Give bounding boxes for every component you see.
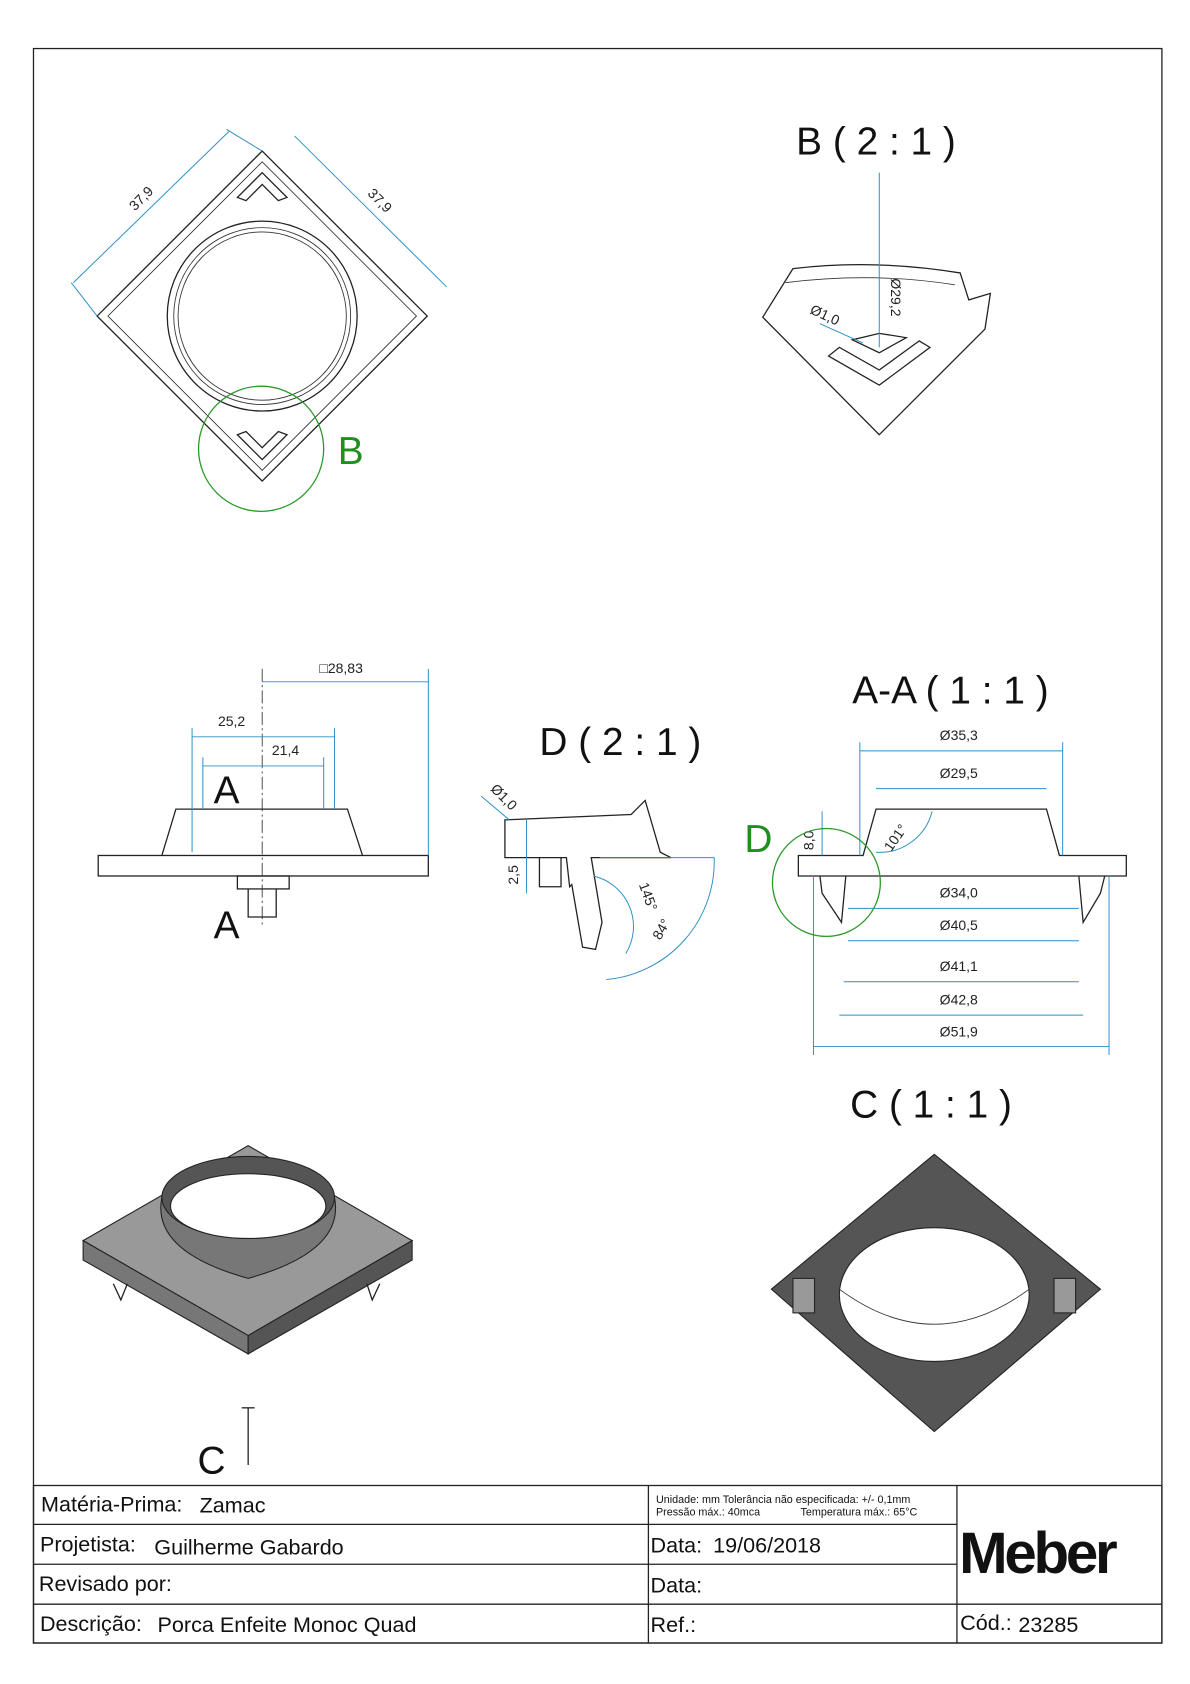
- side-view: □28,83 25,2 21,4 A A: [97, 660, 429, 948]
- dim-d-height: 2,5: [505, 865, 521, 885]
- sheet-border: [32, 47, 1163, 1644]
- detail-d-circle: [771, 827, 881, 938]
- dim-top-left: 37,9: [126, 183, 157, 214]
- description-label: Descrição:: [40, 1611, 142, 1636]
- dim-aa-bottom-4: Ø51,9: [940, 1024, 978, 1040]
- section-marker-top: A: [214, 770, 240, 813]
- dim-b-hole: Ø1,0: [808, 301, 842, 328]
- dim-top-right: 37,9: [365, 185, 396, 216]
- designer-label: Projetista:: [40, 1531, 136, 1556]
- dim-aa-top-0: Ø35,3: [940, 727, 978, 743]
- description-value: Porca Enfeite Monoc Quad: [158, 1612, 417, 1637]
- angle-d-1: 145°: [636, 880, 661, 913]
- angle-d-2: 84°: [649, 916, 673, 942]
- notes-pressure: Pressão máx.: 40mca: [656, 1507, 760, 1519]
- detail-b-view: B ( 2 : 1 ) Ø1,0 Ø29,2: [761, 120, 992, 436]
- material-value: Zamac: [200, 1492, 266, 1517]
- view-c: C ( 1 : 1 ) C: [197, 1084, 1102, 1483]
- dim-outer: 25,2: [218, 713, 245, 729]
- top-view: 37,9 37,9 B: [70, 129, 448, 512]
- view-c-title: C ( 1 : 1 ): [850, 1084, 1012, 1127]
- dim-b-diameter: Ø29,2: [888, 278, 904, 316]
- detail-d-view: D ( 2 : 1 ) Ø1,0 2,5 145° 84°: [480, 721, 715, 981]
- notes-tolerance: Unidade: mm Tolerância não especificada:…: [656, 1494, 910, 1506]
- code-value: 23285: [1018, 1612, 1078, 1637]
- dim-aa-bottom-3: Ø42,8: [940, 991, 978, 1007]
- dim-aa-bottom-2: Ø41,1: [940, 958, 978, 974]
- dim-aa-height: 8,0: [800, 830, 816, 850]
- notes-temperature: Temperatura máx.: 65°C: [801, 1507, 918, 1519]
- dim-inner: 21,4: [272, 742, 299, 758]
- clip-slot-icon: [236, 430, 289, 461]
- section-aa-view: A-A ( 1 : 1 ) Ø35,3 Ø29,5 Ø34,0 Ø40,5 Ø4…: [744, 669, 1127, 1056]
- clip-icon: [1053, 1277, 1077, 1314]
- clip-icon: [792, 1277, 816, 1314]
- dim-aa-bottom-1: Ø40,5: [940, 917, 978, 933]
- diameter-dimension-lines: [812, 742, 1110, 1056]
- date2-label: Data:: [651, 1572, 703, 1597]
- section-aa-title: A-A ( 1 : 1 ): [852, 669, 1048, 712]
- clip-slot-icon: [236, 171, 289, 202]
- angle-aa: 101°: [880, 821, 910, 854]
- date-label: Data:: [651, 1532, 703, 1557]
- designer-value: Guilherme Gabardo: [154, 1535, 343, 1560]
- detail-b-title: B ( 2 : 1 ): [796, 120, 956, 163]
- material-label: Matéria-Prima:: [41, 1491, 182, 1516]
- reviewed-label: Revisado por:: [39, 1571, 172, 1596]
- view-c-marker: C: [197, 1440, 225, 1483]
- dim-d-hole: Ø1,0: [488, 780, 521, 813]
- detail-d-marker: D: [744, 818, 772, 861]
- ref-label: Ref.:: [651, 1612, 697, 1637]
- detail-b-marker: B: [338, 430, 364, 473]
- dim-aa-bottom-0: Ø34,0: [940, 885, 978, 901]
- detail-b-circle: [197, 385, 325, 512]
- detail-d-title: D ( 2 : 1 ): [539, 721, 701, 764]
- isometric-view: [82, 1145, 414, 1355]
- meber-logo: Meber: [959, 1521, 1117, 1586]
- dim-square: □28,83: [319, 660, 363, 676]
- code-label: Cód.:: [960, 1610, 1012, 1635]
- dim-aa-top-1: Ø29,5: [940, 765, 978, 781]
- date-value: 19/06/2018: [713, 1532, 821, 1557]
- title-block: Matéria-Prima: Zamac Projetista: Guilher…: [32, 1484, 1163, 1644]
- section-marker-bottom: A: [214, 905, 240, 948]
